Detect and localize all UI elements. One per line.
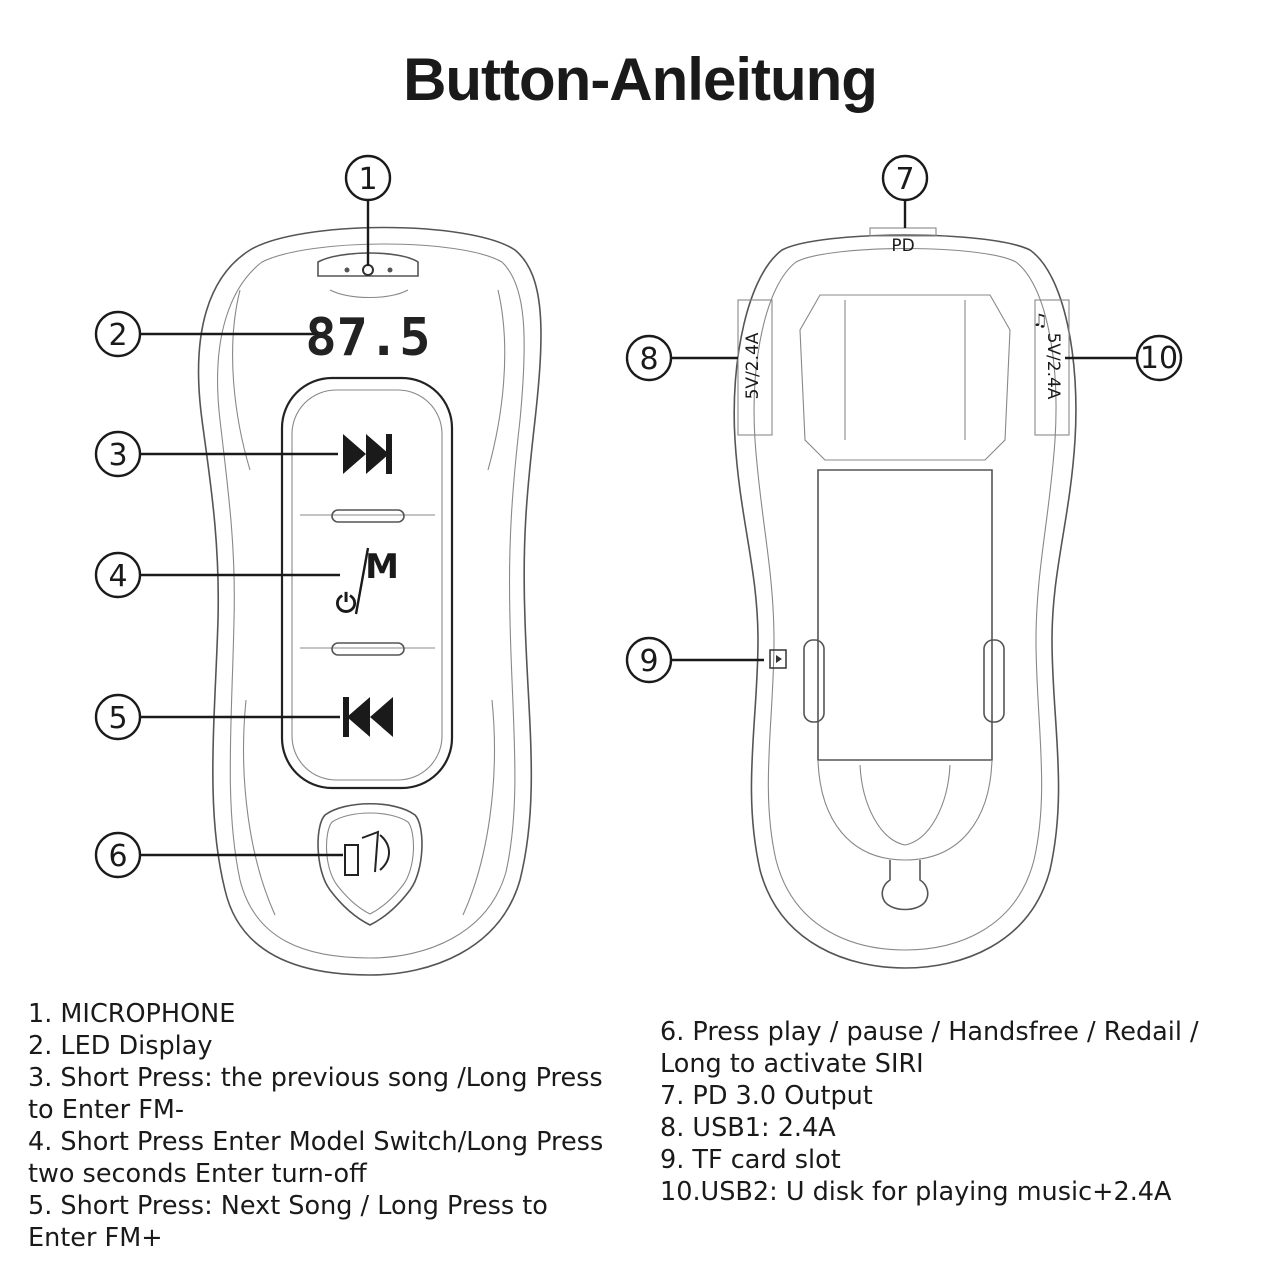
tf-card-icon	[769, 649, 787, 669]
callout-3: 3	[94, 430, 142, 478]
device-diagram: .outline { fill: none; stroke: #555; str…	[94, 154, 1183, 976]
usb1-label: 5V/2.4A	[743, 332, 763, 399]
front-device: 87.5 M ⏻	[197, 226, 542, 976]
next-track-icon	[343, 434, 389, 474]
legend-item: 2. LED Display	[28, 1031, 213, 1061]
legend-item: 10.USB2: U disk for playing music+2.4A	[660, 1177, 1172, 1207]
legend-item: Enter FM+	[28, 1223, 163, 1253]
usb2-port	[1034, 299, 1070, 436]
legend-item: two seconds Enter turn-off	[28, 1159, 367, 1189]
svg-text:3: 3	[108, 438, 127, 473]
svg-text:7: 7	[895, 162, 914, 197]
microphone	[317, 252, 419, 299]
mode-letter: M	[365, 547, 399, 587]
legend-item: 8. USB1: 2.4A	[660, 1113, 836, 1143]
button-panel[interactable]	[280, 376, 454, 790]
pd-label: PD	[891, 236, 914, 256]
callout-6: 6	[94, 831, 142, 879]
next-track-button[interactable]	[343, 434, 392, 474]
previous-track-icon	[347, 697, 393, 737]
svg-text:10: 10	[1140, 341, 1178, 376]
callout-5: 5	[94, 693, 142, 741]
legend-item: 7. PD 3.0 Output	[660, 1081, 873, 1111]
callout-4: 4	[94, 551, 142, 599]
legend-item: Long to activate SIRI	[660, 1049, 924, 1079]
callout-10: 10	[1135, 334, 1183, 382]
legend-item: 3. Short Press: the previous song /Long …	[28, 1063, 603, 1093]
legend-item: 6. Press play / pause / Handsfree / Reda…	[660, 1017, 1199, 1047]
page-title: Button-Anleitung	[403, 46, 878, 113]
back-device: PD 5V/2.4A 5V/2.4A ♫	[733, 227, 1077, 969]
legend-item: 5. Short Press: Next Song / Long Press t…	[28, 1191, 548, 1221]
previous-track-button[interactable]	[343, 697, 393, 737]
callout-8: 8	[625, 334, 673, 382]
legend-item: 1. MICROPHONE	[28, 999, 236, 1029]
pd-port	[869, 227, 937, 237]
svg-text:5: 5	[108, 701, 127, 736]
svg-text:2: 2	[108, 318, 127, 353]
legend-right: 6. Press play / pause / Handsfree / Reda…	[660, 1016, 1260, 1208]
callout-7: 7	[881, 154, 929, 202]
svg-text:4: 4	[108, 559, 127, 594]
svg-text:9: 9	[639, 644, 658, 679]
callout-2: 2	[94, 310, 142, 358]
svg-text:8: 8	[639, 342, 658, 377]
music-note-icon: ♫	[1032, 311, 1047, 331]
play-pause-button[interactable]	[317, 802, 423, 926]
usb2-label: 5V/2.4A	[1043, 333, 1063, 400]
led-display: 87.5	[305, 308, 430, 368]
mode-power-button[interactable]: M ⏻	[336, 547, 399, 619]
svg-text:1: 1	[358, 162, 377, 197]
legend-item: 9. TF card slot	[660, 1145, 841, 1175]
phone-music-icon	[344, 830, 390, 876]
svg-text:6: 6	[108, 839, 127, 874]
callout-9: 9	[625, 636, 673, 684]
legend-item: 4. Short Press Enter Model Switch/Long P…	[28, 1127, 604, 1157]
legend-item: to Enter FM-	[28, 1095, 185, 1125]
callout-1: 1	[344, 154, 392, 202]
usb1-port	[737, 299, 773, 436]
legend-left: 1. MICROPHONE 2. LED Display 3. Short Pr…	[28, 998, 628, 1254]
power-icon: ⏻	[336, 589, 357, 619]
